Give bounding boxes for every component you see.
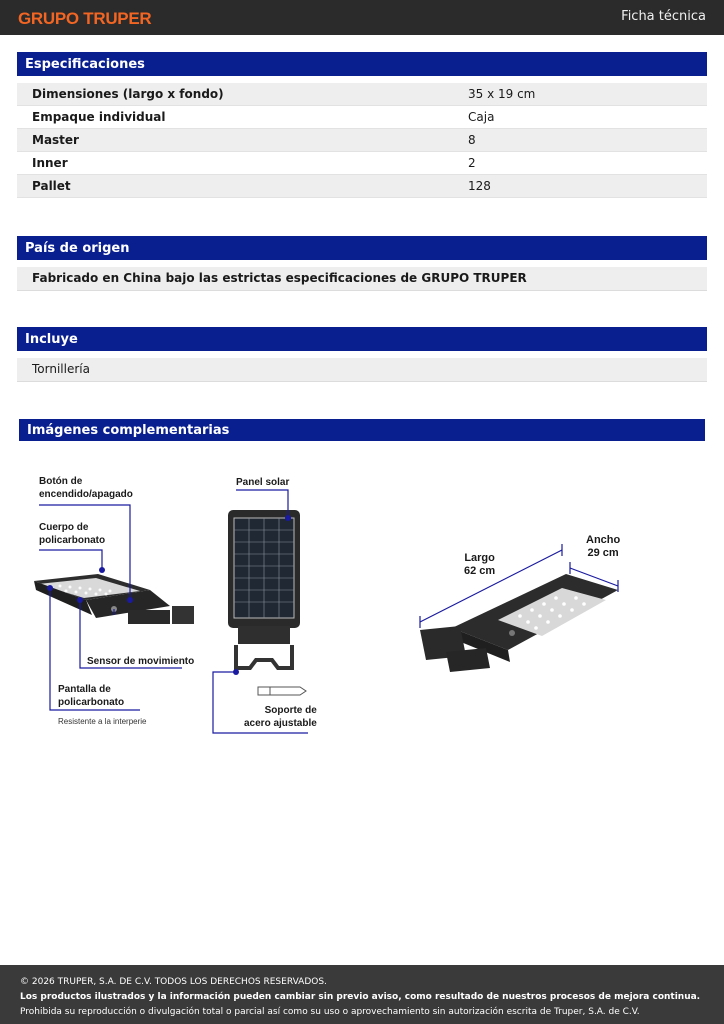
top-bar: GRUPO TRUPER Ficha técnica bbox=[0, 0, 724, 35]
label-bracket: Soporte de acero ajustable bbox=[244, 705, 317, 729]
label-length: Largo 62 cm bbox=[464, 552, 496, 577]
origin-text: Fabricado en China bajo las estrictas es… bbox=[17, 267, 707, 291]
spec-value: 35 x 19 cm bbox=[468, 87, 536, 101]
specs-table: Dimensiones (largo x fondo) 35 x 19 cm E… bbox=[17, 83, 707, 198]
wrench-icon bbox=[257, 686, 307, 696]
label-body: Cuerpo de policarbonato bbox=[39, 522, 106, 546]
spec-value: 128 bbox=[468, 179, 491, 193]
lamp-side-view bbox=[34, 574, 194, 624]
label-motion-sensor: Sensor de movimiento bbox=[87, 656, 195, 667]
spec-key: Pallet bbox=[32, 179, 71, 193]
table-row: Inner 2 bbox=[17, 152, 707, 175]
brand-logo: GRUPO TRUPER bbox=[18, 9, 152, 28]
origin-heading: País de origen bbox=[17, 236, 707, 260]
spec-value: 2 bbox=[468, 156, 476, 170]
label-screen: Pantalla de policarbonato bbox=[58, 684, 125, 708]
spec-key: Empaque individual bbox=[32, 110, 166, 124]
label-solar-panel: Panel solar bbox=[236, 477, 290, 488]
spec-key: Dimensiones (largo x fondo) bbox=[32, 87, 224, 101]
lamp-front-view bbox=[228, 510, 300, 670]
footer-legal: Prohibida su reproducción o divulgación … bbox=[20, 1007, 640, 1017]
label-weather-resistant: Resistente a la interperie bbox=[58, 717, 147, 726]
footer-copyright: © 2026 TRUPER, S.A. DE C.V. TODOS LOS DE… bbox=[20, 977, 327, 987]
label-power-button: Botón de encendido/apagado bbox=[39, 476, 133, 500]
product-illustration bbox=[34, 489, 619, 734]
footer: © 2026 TRUPER, S.A. DE C.V. TODOS LOS DE… bbox=[0, 965, 724, 1024]
spec-key: Master bbox=[32, 133, 79, 147]
label-width: Ancho 29 cm bbox=[586, 534, 621, 559]
spec-value: Caja bbox=[468, 110, 495, 124]
includes-text: Tornillería bbox=[17, 358, 707, 382]
specs-heading: Especificaciones bbox=[17, 52, 707, 76]
spec-value: 8 bbox=[468, 133, 476, 147]
lamp-perspective-view bbox=[420, 574, 618, 672]
images-heading: Imágenes complementarias bbox=[19, 419, 705, 441]
document-type: Ficha técnica bbox=[621, 9, 706, 24]
product-diagram: Botón de encendido/apagado Cuerpo de pol… bbox=[0, 450, 724, 750]
footer-notice: Los productos ilustrados y la informació… bbox=[20, 992, 701, 1002]
table-row: Dimensiones (largo x fondo) 35 x 19 cm bbox=[17, 83, 707, 106]
spec-key: Inner bbox=[32, 156, 68, 170]
table-row: Empaque individual Caja bbox=[17, 106, 707, 129]
table-row: Pallet 128 bbox=[17, 175, 707, 198]
table-row: Master 8 bbox=[17, 129, 707, 152]
includes-heading: Incluye bbox=[17, 327, 707, 351]
